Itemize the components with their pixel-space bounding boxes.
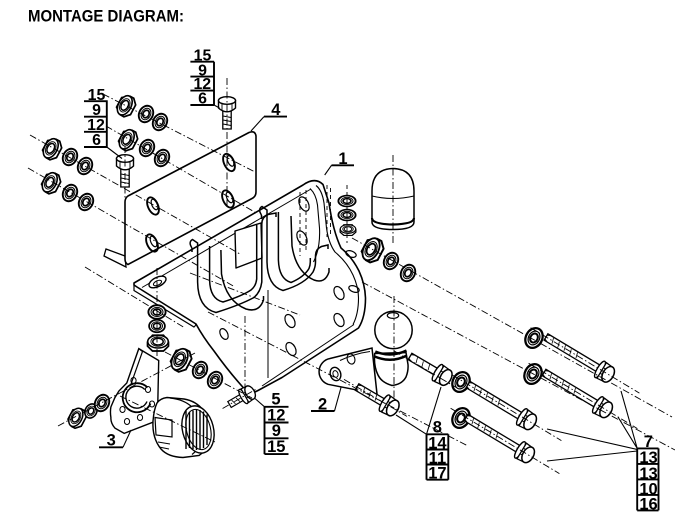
svg-text:15: 15	[88, 87, 106, 104]
svg-text:9: 9	[92, 102, 101, 119]
svg-text:12: 12	[193, 76, 211, 93]
svg-text:11: 11	[429, 449, 446, 467]
svg-text:6: 6	[92, 132, 101, 149]
svg-text:6: 6	[198, 90, 207, 107]
svg-text:4: 4	[271, 101, 281, 119]
svg-text:2: 2	[318, 395, 327, 413]
svg-text:13: 13	[639, 449, 657, 467]
svg-text:15: 15	[194, 47, 212, 64]
svg-text:17: 17	[428, 465, 446, 483]
svg-text:12: 12	[87, 117, 105, 134]
svg-text:3: 3	[107, 432, 116, 450]
svg-text:15: 15	[267, 438, 285, 456]
svg-text:14: 14	[428, 435, 447, 453]
svg-text:9: 9	[198, 62, 207, 79]
svg-text:16: 16	[639, 495, 657, 513]
svg-text:MONTAGE DIAGRAM:: MONTAGE DIAGRAM:	[28, 7, 184, 25]
svg-text:10: 10	[639, 481, 657, 499]
svg-text:13: 13	[639, 465, 657, 483]
svg-text:1: 1	[338, 150, 347, 168]
svg-text:5: 5	[271, 390, 280, 408]
svg-text:7: 7	[644, 433, 653, 451]
svg-text:9: 9	[272, 422, 281, 440]
svg-text:12: 12	[267, 406, 285, 424]
svg-text:8: 8	[433, 418, 442, 436]
